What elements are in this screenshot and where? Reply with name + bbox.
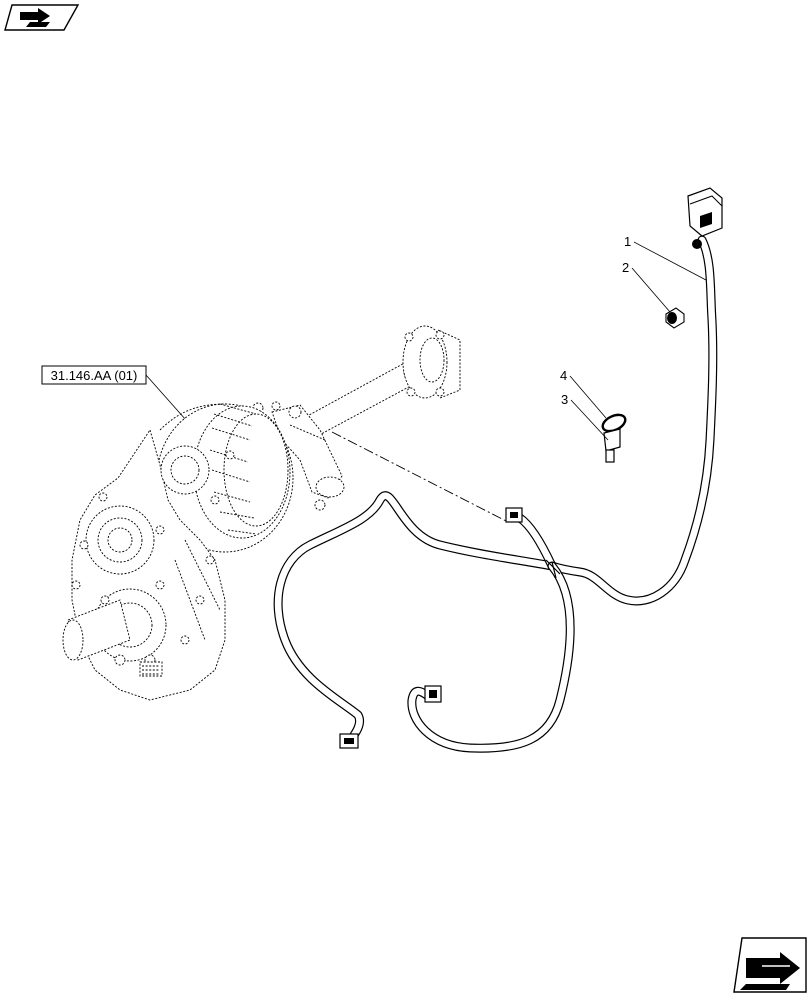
reference-leader-line [145,374,187,421]
connection-line [331,431,509,523]
leader-line [633,241,707,281]
bolt-item-2[interactable] [665,307,685,329]
callout-number: 1 [624,234,631,249]
bolt-item-3[interactable] [603,428,621,463]
callout-1[interactable]: 1 [624,234,707,281]
previous-page-icon [20,8,50,27]
next-page-button[interactable] [733,937,807,993]
reference-label: 31.146.AA (01) [51,368,138,383]
callout-number: 4 [560,368,567,383]
callout-2[interactable]: 2 [622,260,671,313]
drivetrain-assembly [62,325,461,701]
wire-harness[interactable] [273,187,723,753]
callout-number: 3 [561,392,568,407]
next-page-icon [740,952,800,990]
leader-line [631,267,671,313]
callout-number: 2 [622,260,629,275]
reference-label-box[interactable]: 31.146.AA (01) [41,365,147,385]
previous-page-button[interactable] [4,4,80,31]
callout-3[interactable]: 3 [561,392,609,441]
callout-4[interactable]: 4 [560,368,607,419]
leader-line [569,375,607,419]
leader-line [570,399,609,441]
